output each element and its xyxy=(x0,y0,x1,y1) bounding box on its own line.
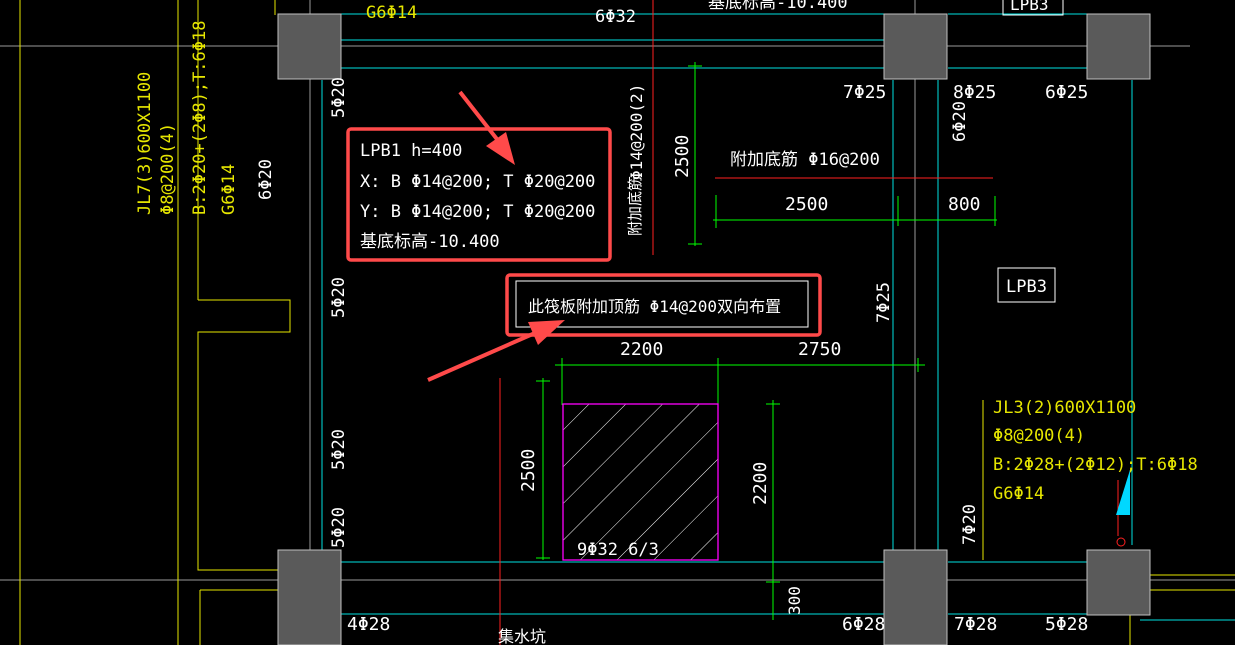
arrow-upper-shaft xyxy=(458,90,502,145)
rebar-7phi25-mid: 7Φ25 xyxy=(874,282,894,323)
elevation-top-label: 基底标高-10.400 xyxy=(708,0,848,13)
rebar-6phi28: 6Φ28 xyxy=(842,614,885,635)
rebar-6phi25-top: 6Φ25 xyxy=(1045,82,1088,103)
dim-2500-vertical-bottom: 2500 xyxy=(518,449,539,492)
top-labels: G6Φ14 6Φ32 基底标高-10.400 LPB3 xyxy=(366,0,1049,27)
dim-2200-vertical: 2200 xyxy=(750,462,771,505)
plate-spec-line2: X: B Φ14@200; T Φ20@200 xyxy=(360,172,595,192)
dim-2750: 2750 xyxy=(798,339,841,360)
pile-rebar-label: 9Φ32 6/3 xyxy=(577,540,659,560)
dim-2500-horizontal: 2500 xyxy=(785,194,828,215)
rebar-8phi25-top: 8Φ25 xyxy=(953,82,996,103)
beam-right-line1: JL3(2)600X1100 xyxy=(993,398,1136,418)
beam-right-line2: Φ8@200(4) xyxy=(993,426,1085,446)
rebar-7phi20-right: 7Φ20 xyxy=(960,504,980,545)
rebar-4phi28: 4Φ28 xyxy=(347,614,390,635)
rebar-7phi28: 7Φ28 xyxy=(954,614,997,635)
lpb-top-right-label: LPB3 xyxy=(1010,0,1049,14)
dimension-texts: 2500 2500 800 2200 2750 2500 2200 300 xyxy=(518,135,981,615)
rebar-6phi20-right: 6Φ20 xyxy=(950,101,970,142)
dim-2500-vertical-top: 2500 xyxy=(672,135,693,178)
label-frames xyxy=(997,0,1064,303)
beam-left-line4: G6Φ14 xyxy=(219,164,239,215)
column-top-right xyxy=(1086,13,1151,80)
lpb3-label: LPB3 xyxy=(1006,277,1047,297)
dim-2200-horizontal: 2200 xyxy=(620,339,663,360)
beam-left-line2: Φ8@200(4) xyxy=(158,123,178,215)
rebar-phi14-200-2: Φ14@200(2) xyxy=(627,84,646,180)
pit-label: 集水坑 xyxy=(498,627,546,645)
additional-bottom-labels: 附加底筋 附加底筋 Φ16@200 xyxy=(626,150,880,236)
additional-bottom-vertical: 附加底筋 xyxy=(626,176,644,236)
rebar-5phi20-c: 5Φ20 xyxy=(329,429,349,470)
column-bottom-mid xyxy=(883,549,948,645)
beam-right-annotation: JL3(2)600X1100 Φ8@200(4) B:2Φ28+(2Φ12);T… xyxy=(993,398,1198,504)
rebar-5phi20-a: 5Φ20 xyxy=(329,77,349,118)
plate-spec-line4: 基底标高-10.400 xyxy=(360,232,500,252)
rebar-5phi28: 5Φ28 xyxy=(1045,614,1088,635)
dim-300: 300 xyxy=(785,586,804,615)
annotation-arrows xyxy=(427,90,565,382)
top-bar-text: 此筏板附加顶筋 Φ14@200双向布置 xyxy=(528,297,781,316)
beam-left-line3: B:2Φ20+(2Φ8);T:6Φ18 xyxy=(190,21,210,215)
beam-right-line4: G6Φ14 xyxy=(993,484,1044,504)
additional-bottom-label: 附加底筋 Φ16@200 xyxy=(730,150,880,170)
red-axis-lines xyxy=(499,0,1126,645)
column-bottom-left xyxy=(277,549,342,645)
rebar-7phi25-top: 7Φ25 xyxy=(843,82,886,103)
rebar-labels-vertical: 5Φ20 5Φ20 5Φ20 5Φ20 6Φ20 6Φ20 7Φ25 7Φ20 … xyxy=(256,77,980,548)
column-top-left xyxy=(277,13,342,80)
rebar-5phi20-d: 5Φ20 xyxy=(329,507,349,548)
column-top-mid xyxy=(883,13,948,80)
rebar-6phi32-label: 6Φ32 xyxy=(595,7,636,27)
dimension-lines xyxy=(536,62,997,620)
section-marker xyxy=(1116,470,1130,515)
plate-spec-line3: Y: B Φ14@200; T Φ20@200 xyxy=(360,202,595,222)
beam-left-line1: JL7(3)600X1100 xyxy=(135,72,155,215)
pit-hatch xyxy=(562,403,719,561)
columns xyxy=(277,13,1151,645)
beam-right-line3: B:2Φ28+(2Φ12);T:6Φ18 xyxy=(993,455,1198,475)
plate-spec-box: LPB1 h=400 X: B Φ14@200; T Φ20@200 Y: B … xyxy=(346,127,612,262)
top-bar-box: 此筏板附加顶筋 Φ14@200双向布置 xyxy=(505,273,822,337)
rebar-labels-horizontal: 7Φ25 8Φ25 6Φ25 4Φ28 6Φ28 7Φ28 5Φ28 9Φ32 … xyxy=(347,82,1088,645)
arrow-upper-head xyxy=(486,132,515,165)
beam-left-annotation: JL7(3)600X1100 Φ8@200(4) B:2Φ20+(2Φ8);T:… xyxy=(135,21,239,215)
column-bottom-right xyxy=(1086,549,1151,616)
cyan-beam-lines xyxy=(321,13,1235,621)
arrow-lower-head xyxy=(528,320,565,345)
g6-label-top: G6Φ14 xyxy=(366,3,417,23)
dim-800: 800 xyxy=(948,194,981,215)
rebar-6phi20-left: 6Φ20 xyxy=(256,159,276,200)
arrow-lower-shaft xyxy=(427,331,536,382)
plate-spec-line1: LPB1 h=400 xyxy=(360,141,462,161)
rebar-5phi20-b: 5Φ20 xyxy=(329,277,349,318)
